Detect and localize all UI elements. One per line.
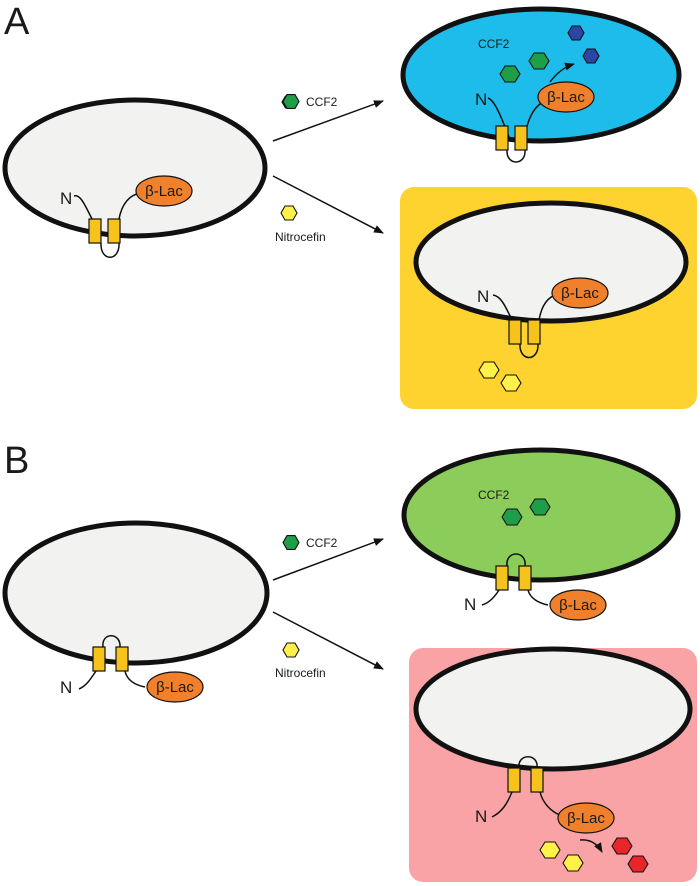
n-terminus-label: N (475, 90, 487, 109)
tm-loop-outside (506, 149, 526, 163)
ccf2-molecule (529, 498, 551, 516)
n-terminus-linker (78, 670, 97, 690)
beta-lac-label: β-Lac (567, 810, 605, 827)
tm-helix-2 (518, 565, 532, 591)
beta-lac-label: β-Lac (547, 89, 585, 106)
arrow-to-nitrocefin-result (272, 175, 384, 234)
beta-lac-enzyme (557, 802, 615, 834)
tm-helix-2 (107, 218, 121, 244)
enzyme-linker (527, 589, 549, 606)
tm-loop-inside (518, 756, 538, 769)
blue-cell (400, 6, 682, 144)
panel-b-ccf2-result: CCF2 N β-Lac (401, 447, 681, 621)
panel-a-nitrocefin-result: N β-Lac (400, 187, 697, 409)
tm-helix-1 (88, 218, 102, 244)
tm-helix-2 (530, 767, 544, 793)
n-terminus-label: N (464, 595, 476, 614)
beta-lac-label: β-Lac (156, 679, 194, 696)
beta-lac-enzyme (549, 589, 607, 621)
arrow-to-ccf2-result (272, 538, 384, 581)
ccf2-legend-label: CCF2 (306, 536, 338, 550)
ccf2-inside-label: CCF2 (478, 37, 510, 51)
tm-loop-outside (100, 242, 120, 258)
cleaved-nitrocefin-molecule (611, 837, 633, 855)
cell-membrane (413, 646, 693, 772)
cleavage-arrow (549, 62, 575, 83)
cleaved-nitrocefin-molecule (627, 855, 649, 873)
tm-helix-1 (92, 646, 106, 672)
ccf2-legend-label: CCF2 (306, 95, 338, 109)
n-terminus-linker (481, 589, 500, 606)
n-terminus-linker (492, 294, 513, 321)
panel-a: A N β-Lac CCF2 Nitrocefin CCF2 (2, 1, 697, 409)
ccf2-legend-hexagon (282, 535, 300, 550)
nitrocefin-molecule (478, 361, 500, 379)
enzyme-linker (124, 670, 146, 688)
tm-helix-1 (495, 565, 509, 591)
cleaved-ccf2-molecule (567, 25, 585, 41)
tm-helix-2 (514, 125, 528, 151)
beta-lac-enzyme (537, 81, 595, 113)
panel-a-letter: A (4, 1, 30, 43)
enzyme-linker (539, 791, 561, 816)
panel-a-source-cell: N β-Lac (2, 97, 268, 258)
arrow-to-nitrocefin-result (272, 611, 384, 670)
tm-helix-1 (495, 125, 509, 151)
ccf2-molecule (501, 508, 523, 526)
cell-membrane (413, 200, 689, 324)
tm-loop-inside (102, 635, 121, 648)
nitrocefin-legend-label: Nitrocefin (275, 666, 326, 680)
nitrocefin-molecule (539, 841, 561, 859)
ccf2-molecule (528, 52, 550, 70)
cell-membrane (2, 520, 270, 666)
n-terminus-label: N (60, 189, 72, 208)
nitrocefin-molecule (500, 374, 522, 392)
ccf2-legend-hexagon (282, 94, 300, 109)
n-terminus-label: N (477, 287, 489, 306)
cleavage-arrow (579, 839, 603, 853)
ccf2-inside-label: CCF2 (478, 488, 510, 502)
beta-lac-label: β-Lac (559, 597, 597, 614)
beta-lac-enzyme (146, 671, 204, 703)
beta-lac-enzyme (551, 277, 609, 309)
tm-loop-outside (519, 343, 539, 359)
beta-lac-enzyme (135, 175, 193, 207)
nitrocefin-legend-hexagon (282, 642, 300, 658)
nitrocefin-legend-hexagon (280, 205, 298, 221)
beta-lac-label: β-Lac (561, 285, 599, 302)
panel-b-source-cell: N β-Lac (2, 520, 270, 703)
tm-helix-2 (527, 319, 541, 345)
beta-lac-label: β-Lac (145, 183, 183, 200)
tm-loop-inside (506, 553, 526, 567)
cell-membrane (2, 97, 268, 239)
tm-helix-1 (507, 767, 521, 793)
nitrocefin-molecule (562, 854, 584, 872)
enzyme-linker (118, 193, 138, 220)
n-terminus-linker (491, 791, 513, 818)
tm-helix-2 (115, 646, 129, 672)
ccf2-molecule (499, 65, 521, 83)
panel-b: B N β-Lac CCF2 Nitrocefin CCF2 (2, 440, 697, 882)
arrow-to-ccf2-result (272, 100, 384, 142)
cleaved-ccf2-molecule (582, 48, 600, 64)
n-terminus-linker (73, 195, 93, 220)
panel-a-ccf2-result: CCF2 N β-Lac (400, 6, 682, 163)
panel-b-nitrocefin-result: N β-Lac (409, 646, 697, 882)
n-terminus-label: N (475, 807, 487, 826)
panel-b-letter: B (4, 440, 29, 482)
nitrocefin-legend-label: Nitrocefin (275, 230, 326, 244)
n-terminus-label: N (60, 678, 72, 697)
tm-helix-1 (508, 319, 522, 345)
